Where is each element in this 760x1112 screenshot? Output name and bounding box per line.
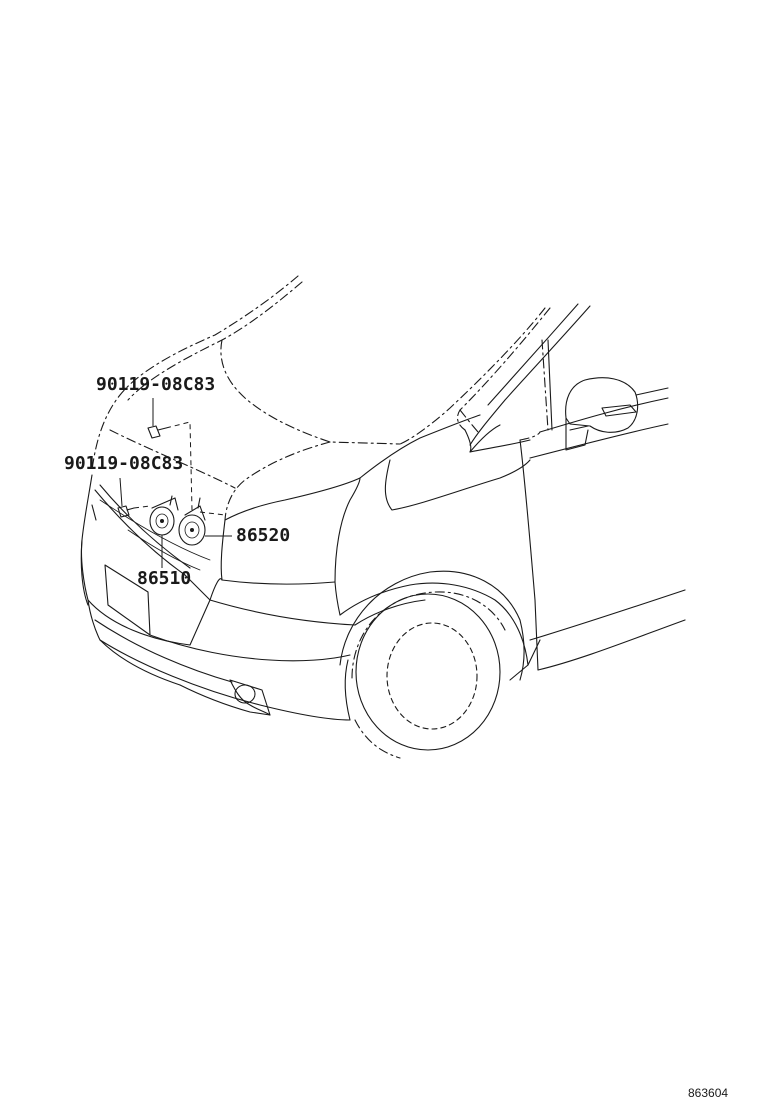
bolt-lower	[117, 505, 135, 518]
a-pillar-windshield	[456, 303, 591, 453]
illustration-code: 863604	[688, 1086, 729, 1100]
leader-lines	[119, 398, 232, 568]
callout-horn-low: 86510	[137, 568, 192, 589]
front-fascia	[80, 474, 361, 606]
horn-low-86510	[149, 495, 179, 536]
side-mirror	[565, 377, 669, 451]
front-wheel	[339, 570, 525, 759]
callout-bolt-lower: 90119-08C83	[64, 453, 184, 474]
hood-outline	[91, 275, 546, 521]
callout-horn-high: 86520	[236, 525, 291, 546]
bolt-upper	[147, 425, 167, 439]
horn-high-86520	[178, 497, 206, 546]
fender-and-door	[334, 397, 686, 681]
front-bumper	[80, 539, 356, 721]
callout-bolt-upper: 90119-08C83	[96, 374, 216, 395]
